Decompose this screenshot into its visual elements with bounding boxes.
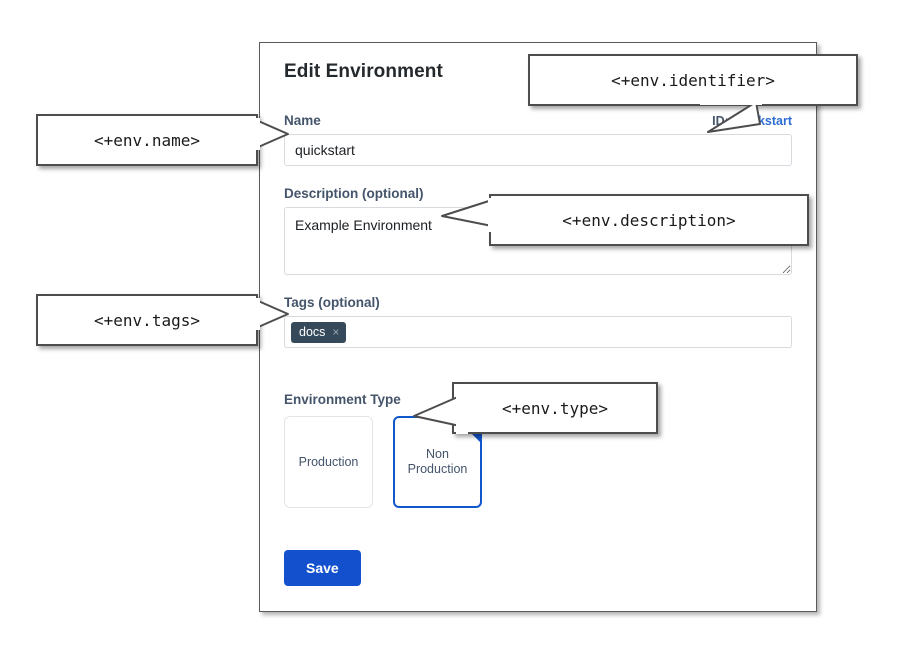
- tags-field-group: Tags (optional) docs ×: [284, 295, 792, 348]
- callout-env-tags: <+env.tags>: [36, 294, 258, 346]
- callout-env-name: <+env.name>: [36, 114, 258, 166]
- name-input[interactable]: [284, 134, 792, 166]
- tags-input[interactable]: docs ×: [284, 316, 792, 348]
- edit-environment-dialog: Edit Environment Name ID: quickstart Des…: [259, 42, 817, 612]
- dialog-body: Edit Environment Name ID: quickstart Des…: [284, 61, 792, 593]
- tag-chip[interactable]: docs ×: [291, 321, 347, 343]
- description-label: Description (optional): [284, 186, 424, 201]
- tag-chip-label: docs: [299, 324, 326, 339]
- environment-type-card-production-label: Production: [298, 454, 359, 469]
- environment-type-card-non-production-label: Non Production: [408, 447, 468, 477]
- callout-env-identifier: <+env.identifier>: [528, 54, 858, 106]
- identifier-link[interactable]: quickstart: [732, 114, 792, 128]
- tags-label: Tags (optional): [284, 295, 380, 310]
- environment-type-label: Environment Type: [284, 392, 401, 407]
- name-label: Name: [284, 113, 321, 128]
- save-button[interactable]: Save: [284, 550, 361, 586]
- close-icon[interactable]: ×: [332, 324, 340, 339]
- callout-env-type: <+env.type>: [452, 382, 658, 434]
- nonprod-line1: Non: [426, 447, 449, 461]
- page-title: Edit Environment: [284, 61, 443, 82]
- callout-env-description: <+env.description>: [489, 194, 809, 246]
- environment-type-options: Production Non Production ✓: [284, 416, 792, 508]
- tags-label-row: Tags (optional): [284, 295, 792, 311]
- name-label-row: Name ID: quickstart: [284, 113, 792, 129]
- identifier-label: ID:: [712, 114, 729, 128]
- nonprod-line2: Production: [407, 462, 468, 476]
- description-label-row: Description (optional): [284, 186, 792, 202]
- identifier-display: ID: quickstart: [712, 113, 792, 129]
- name-field-group: Name ID: quickstart: [284, 113, 792, 166]
- environment-type-card-production[interactable]: Production: [284, 416, 373, 508]
